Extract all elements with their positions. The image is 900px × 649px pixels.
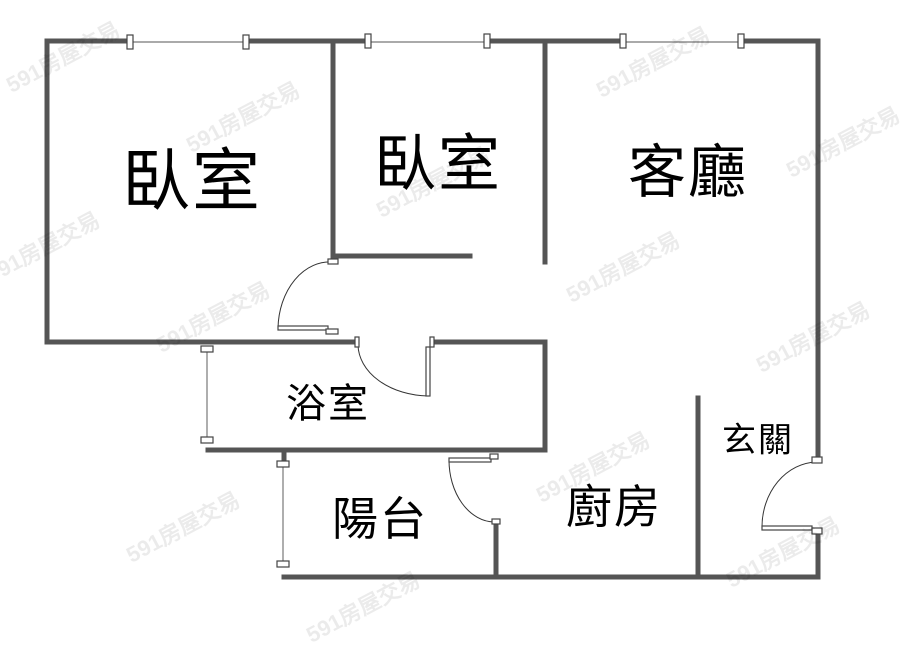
room-label-bathroom: 浴室 bbox=[286, 381, 370, 427]
room-label-entrance: 玄關 bbox=[722, 420, 794, 461]
room-label-bedroom-2: 臥室 bbox=[373, 127, 503, 200]
doors bbox=[277, 258, 823, 535]
room-label-bedroom-1: 臥室 bbox=[121, 142, 263, 222]
windows bbox=[126, 33, 745, 568]
walls bbox=[44, 38, 821, 580]
room-label-living-room: 客廳 bbox=[627, 138, 749, 206]
room-label-balcony: 陽台 bbox=[332, 492, 428, 546]
room-label-kitchen: 廚房 bbox=[566, 480, 662, 534]
